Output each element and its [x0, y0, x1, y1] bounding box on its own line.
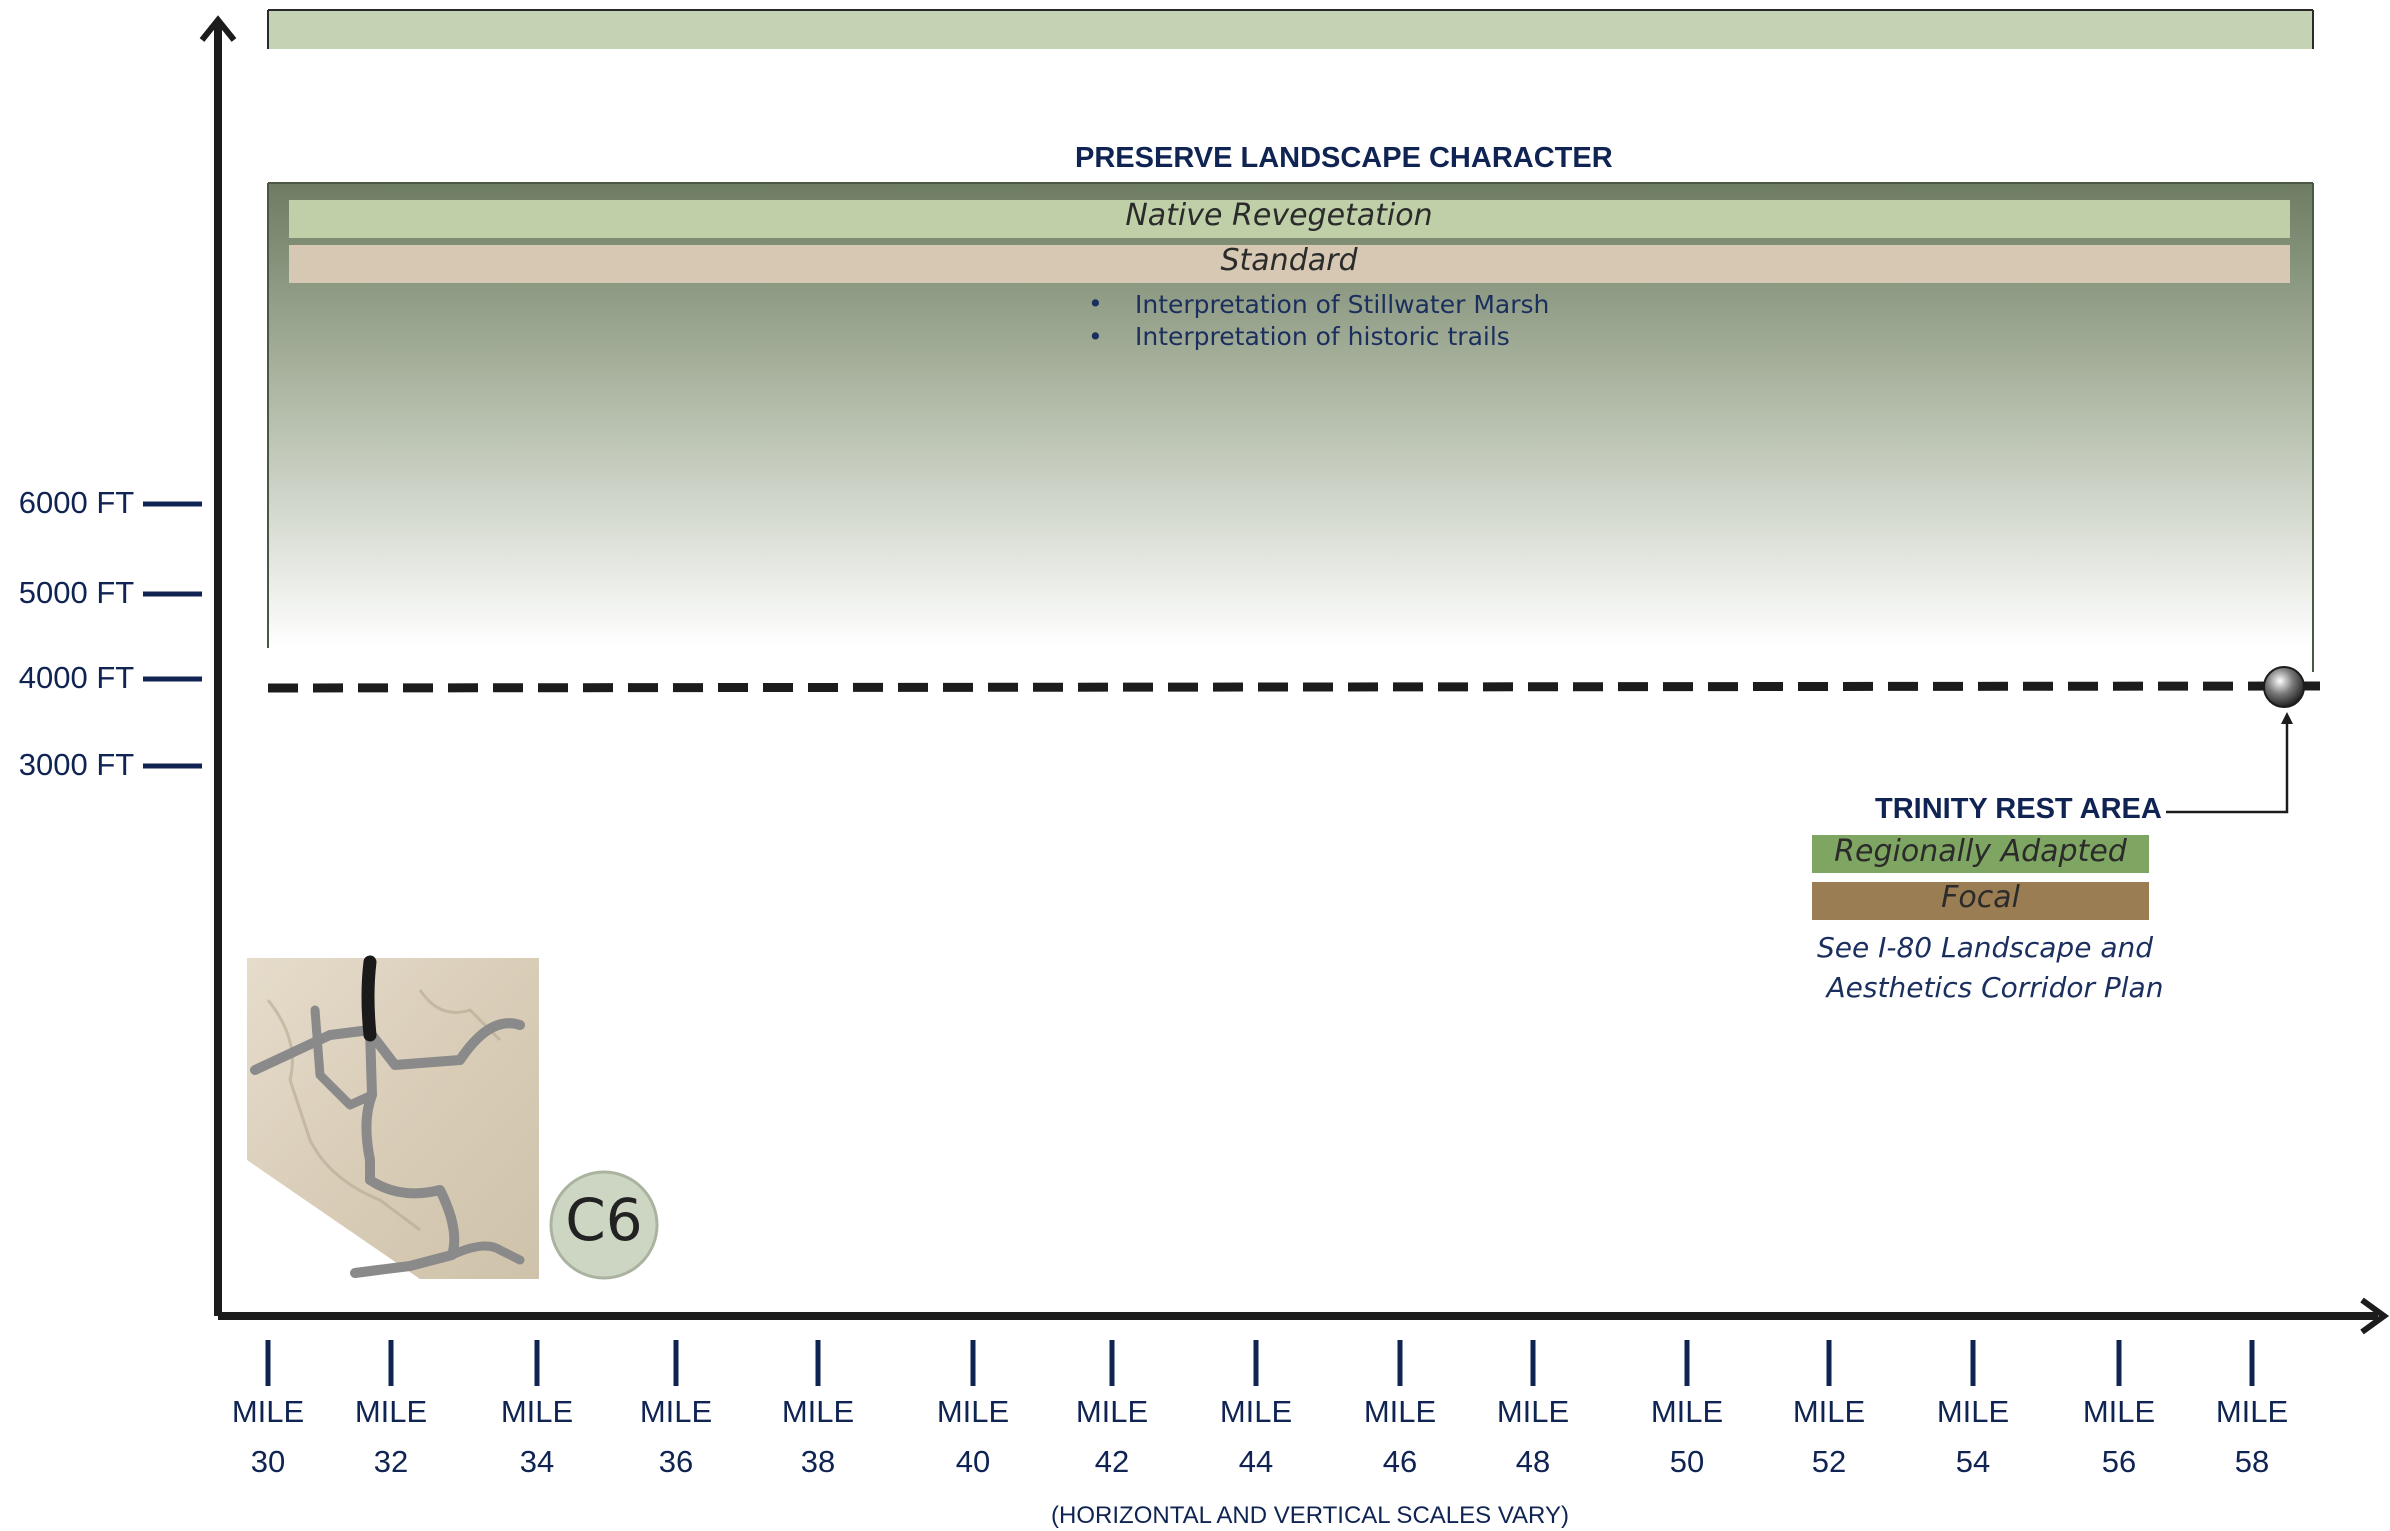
regionally-adapted-label: Regionally Adapted [1834, 834, 2127, 869]
standard-label: Standard [1220, 243, 1358, 278]
mile-number-52: 52 [1811, 1444, 1847, 1479]
mile-number-44: 44 [1238, 1444, 1274, 1479]
mile-word-50: MILE [1650, 1394, 1724, 1429]
native-revegetation-bar [289, 200, 2290, 238]
mile-number-58: 58 [2234, 1444, 2270, 1479]
mile-number-32: 32 [373, 1444, 409, 1479]
mile-word-46: MILE [1363, 1394, 1437, 1429]
elevation-axis-arrow [199, 15, 237, 42]
mile-number-50: 50 [1669, 1444, 1705, 1479]
mile-word-38: MILE [781, 1394, 855, 1429]
regionally-adapted-bar [1812, 835, 2149, 873]
elevation-profile-line [267, 681, 2321, 693]
top-band [268, 10, 2313, 49]
mile-number-56: 56 [2101, 1444, 2137, 1479]
mile-number-48: 48 [1515, 1444, 1551, 1479]
mile-number-46: 46 [1382, 1444, 1418, 1479]
elevation-label-3000: 3000 FT [18, 747, 135, 782]
rest-area-title: TRINITY REST AREA [1875, 793, 2162, 825]
mileage-axis-arrow [2360, 1297, 2390, 1335]
rest-area-note-line-2: Aesthetics Corridor Plan [1826, 971, 2164, 1004]
mile-word-30: MILE [231, 1394, 305, 1429]
focal-bar [1812, 882, 2149, 920]
standard-bar [289, 245, 2290, 283]
mile-number-54: 54 [1955, 1444, 1991, 1479]
scale-note: (HORIZONTAL AND VERTICAL SCALES VARY) [1051, 1502, 1569, 1529]
mile-word-34: MILE [500, 1394, 574, 1429]
trinity-rest-area-marker[interactable] [2263, 666, 2305, 708]
mile-word-56: MILE [2082, 1394, 2156, 1429]
mile-word-44: MILE [1219, 1394, 1293, 1429]
mile-number-40: 40 [955, 1444, 991, 1479]
elevation-label-4000: 4000 FT [18, 660, 135, 695]
bullet-item-1: Interpretation of Stillwater Marsh [1135, 290, 1550, 319]
section-badge-label: C6 [565, 1186, 643, 1254]
bullet-dot-2: • [1088, 322, 1103, 351]
elevation-label-6000: 6000 FT [18, 485, 135, 520]
leader-arrowhead [2281, 712, 2293, 724]
mile-number-42: 42 [1094, 1444, 1130, 1479]
mile-word-36: MILE [639, 1394, 713, 1429]
mile-word-54: MILE [1936, 1394, 2010, 1429]
mile-word-48: MILE [1496, 1394, 1570, 1429]
mile-number-38: 38 [800, 1444, 836, 1479]
rest-area-note-line-1: See I-80 Landscape and [1816, 931, 2153, 964]
section-badge [549, 1170, 659, 1280]
mile-word-58: MILE [2215, 1394, 2289, 1429]
zone-title: PRESERVE LANDSCAPE CHARACTER [1075, 142, 1613, 174]
mile-number-34: 34 [519, 1444, 555, 1479]
mile-number-30: 30 [250, 1444, 286, 1479]
bullet-dot-1: • [1088, 289, 1103, 318]
rest-area-leader-line [2166, 716, 2289, 814]
mile-word-52: MILE [1792, 1394, 1866, 1429]
mile-word-32: MILE [354, 1394, 428, 1429]
locator-map-icon [247, 955, 539, 1279]
mile-word-42: MILE [1075, 1394, 1149, 1429]
mile-number-36: 36 [658, 1444, 694, 1479]
native-revegetation-label: Native Revegetation [1125, 198, 1433, 233]
elevation-label-5000: 5000 FT [18, 575, 135, 610]
bullet-item-2: Interpretation of historic trails [1135, 322, 1510, 351]
focal-label: Focal [1941, 880, 2020, 915]
mile-word-40: MILE [936, 1394, 1010, 1429]
mile-tick-group [265, 1340, 2255, 1386]
